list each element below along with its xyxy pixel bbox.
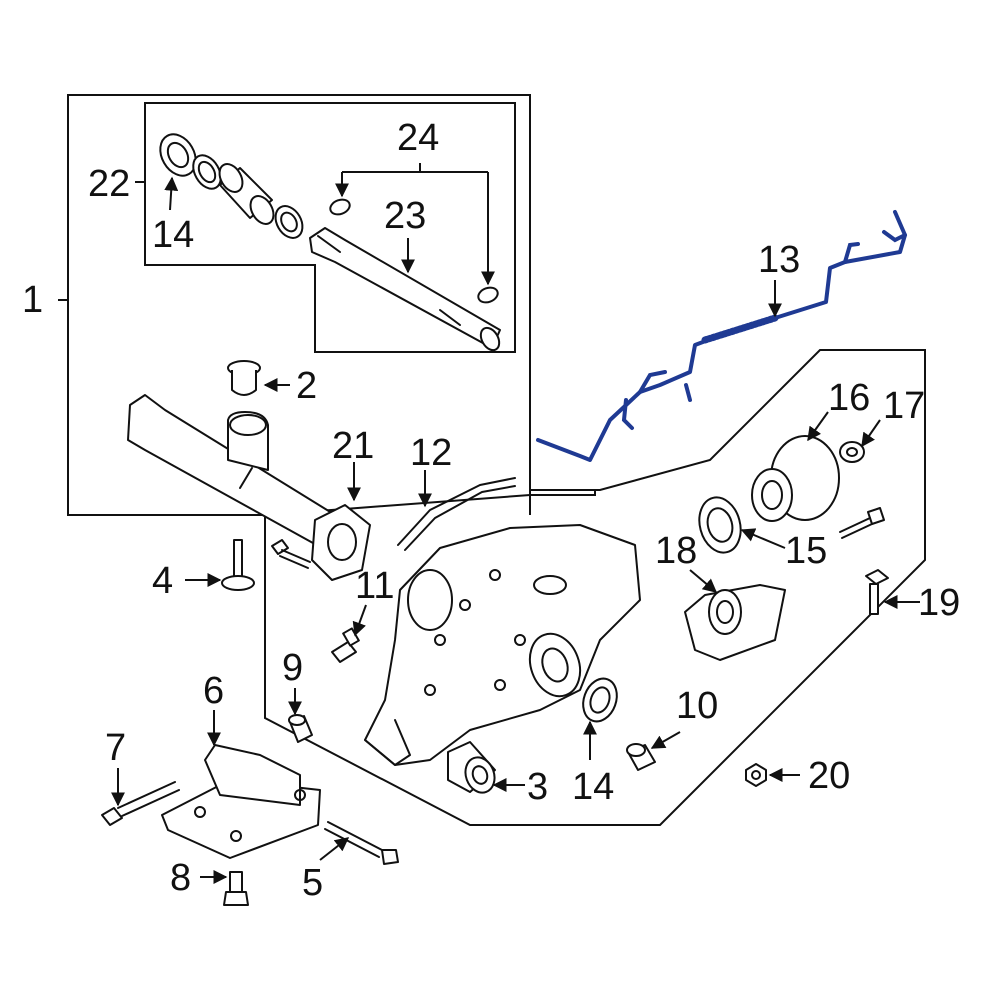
nut-20 (745, 763, 767, 787)
callout-3: 3 (527, 766, 548, 808)
sleeve-22 (218, 163, 275, 225)
bolt-7 (101, 781, 180, 826)
callout-18: 18 (655, 530, 697, 572)
bolt-near-21 (271, 539, 311, 569)
callout-16: 16 (828, 377, 870, 419)
callout-20: 20 (808, 755, 850, 797)
seal-15 (698, 496, 742, 554)
callout-23: 23 (384, 195, 426, 237)
seal-14-top (159, 133, 197, 177)
bolt-near-16 (839, 507, 885, 539)
bolt-19 (865, 569, 889, 615)
seal-14-bottom (582, 677, 618, 723)
o-ring-24-top (329, 198, 351, 216)
callout-21: 21 (332, 425, 374, 467)
callout-2: 2 (296, 365, 317, 407)
axle-shaft-23 (309, 227, 501, 352)
callout-4: 4 (152, 560, 173, 602)
callout-12: 12 (410, 432, 452, 474)
callout-15: 15 (785, 530, 827, 572)
callout-14-top: 14 (152, 214, 194, 256)
bushing-3 (447, 741, 496, 794)
callout-5: 5 (302, 862, 323, 904)
axle-tube-housing-21 (127, 394, 371, 581)
differential-frame (264, 349, 926, 826)
callout-19: 19 (918, 582, 960, 624)
stud-4 (221, 539, 255, 591)
callout-10: 10 (676, 685, 718, 727)
mount-bracket-6 (161, 744, 321, 859)
bushing-10 (626, 743, 656, 771)
companion-flange-16 (751, 435, 840, 522)
bushing-9 (288, 714, 313, 743)
callout-14-bottom: 14 (572, 766, 614, 808)
washer-17 (839, 441, 865, 463)
bracket-mount-18 (684, 584, 786, 661)
o-ring-24-bottom (477, 286, 499, 304)
assembly-frame-1 (67, 94, 596, 516)
wiring-harness-13 (536, 210, 907, 462)
callout-8: 8 (170, 857, 191, 899)
bearing-small-22 (274, 205, 304, 239)
callout-6: 6 (203, 670, 224, 712)
callout-7: 7 (105, 727, 126, 769)
callout-11: 11 (355, 565, 394, 607)
callout-13: 13 (758, 239, 800, 281)
bolt-5 (324, 821, 399, 865)
callout-17: 17 (883, 385, 925, 427)
callout-9: 9 (282, 647, 303, 689)
ring-bearing-22 (192, 154, 222, 190)
inner-frame-22 (144, 102, 516, 353)
vent-hose-12 (397, 477, 516, 551)
bushing-2 (227, 360, 261, 396)
callout-1: 1 (22, 279, 43, 321)
bolt-8 (223, 871, 249, 906)
differential-housing (364, 524, 641, 766)
callout-22: 22 (88, 163, 130, 205)
callout-24: 24 (397, 117, 439, 159)
